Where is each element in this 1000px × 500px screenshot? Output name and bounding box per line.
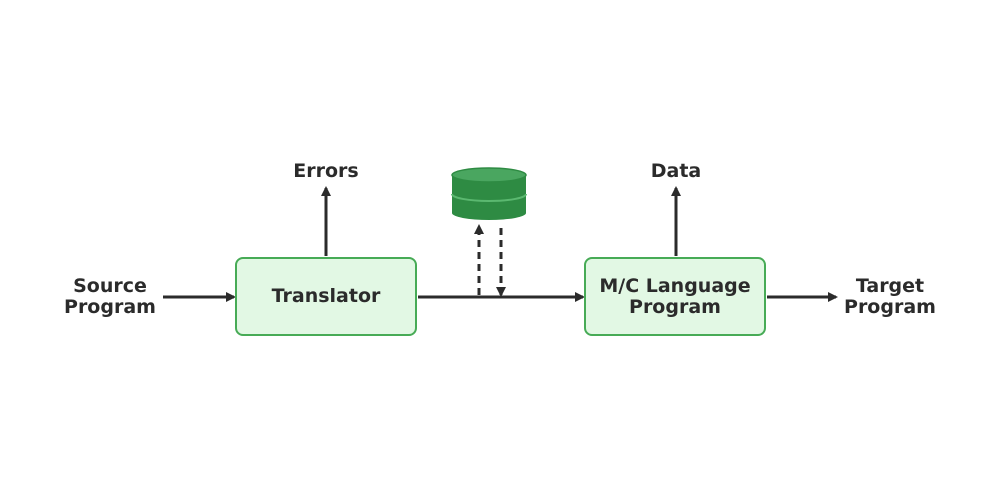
source-label-line-1: Source: [73, 275, 147, 297]
target-label-line-1: Target: [855, 275, 925, 297]
mc-language-program-box: M/C Language Program: [584, 257, 766, 336]
mc-label-line-1: M/C Language: [599, 274, 751, 297]
mc-label-line-2: Program: [629, 295, 721, 318]
data-label: Data: [650, 160, 702, 182]
source-label-line-2: Program: [64, 296, 156, 318]
translator-label: Translator: [271, 285, 381, 307]
database-icon: [451, 167, 527, 220]
target-program-label: Target Program: [830, 276, 950, 318]
source-program-label: Source Program: [50, 276, 170, 318]
translator-box: Translator: [235, 257, 417, 336]
target-label-line-2: Program: [844, 296, 936, 318]
errors-label: Errors: [293, 160, 359, 182]
